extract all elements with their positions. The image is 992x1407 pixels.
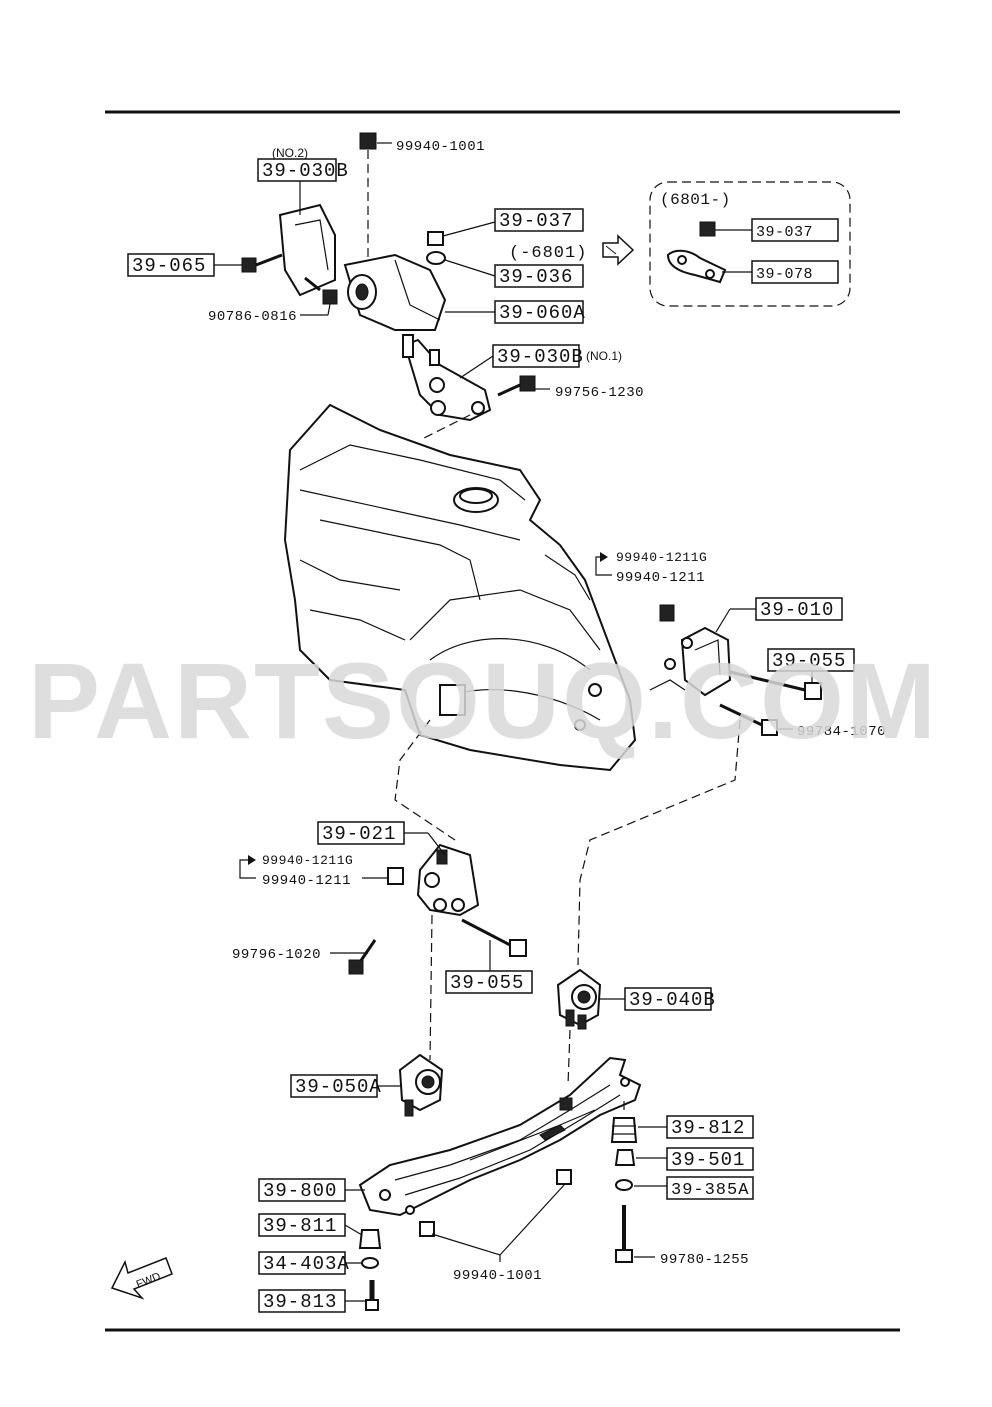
left-bushing-stack — [358, 1221, 435, 1311]
bolt-39-055-a-icon — [729, 670, 806, 692]
callout-39-812: 39-812 — [671, 1117, 745, 1139]
callout-99940-1211-b: 99940-1211 — [262, 873, 351, 889]
callout-39-813: 39-813 — [263, 1291, 337, 1313]
callout-99796-1020: 99796-1020 — [232, 947, 321, 963]
callout-39-030B-no2: 39-030B — [262, 160, 349, 182]
bolt-39-055-b-icon — [461, 918, 511, 947]
right-mount-assembly: 99940-1211G 99940-1211 — [595, 550, 822, 736]
callout-99784-1070: 99784-1070 — [797, 724, 886, 740]
callout-39-055-b: 39-055 — [450, 972, 524, 994]
callout-39-010: 39-010 — [760, 599, 834, 621]
nut-bottom-left-icon — [419, 1221, 435, 1237]
callout-90786-0816: 90786-0816 — [208, 309, 297, 325]
inset-nut-icon — [699, 221, 716, 237]
inset-callout-39-078: 39-078 — [756, 266, 813, 283]
callout-39-065: 39-065 — [132, 255, 206, 277]
callout-99940-1001-top: 99940-1001 — [396, 139, 485, 155]
callout-box — [751, 218, 839, 242]
nut-99940-1211-icon — [659, 604, 675, 622]
bolt-90786-0816-icon — [322, 289, 338, 305]
callout-34-403A: 34-403A — [263, 1253, 350, 1275]
callout-39-050A: 39-050A — [295, 1076, 382, 1098]
arrow-to-inset-icon — [602, 234, 635, 266]
callout-99940-1211G-a: 99940-1211G — [616, 550, 707, 565]
watermark: PARTSOUQ.COM — [28, 640, 938, 761]
callout-39-060A: 39-060A — [499, 302, 586, 324]
inset-6801-later: (6801-) 39-037 39-078 — [649, 181, 851, 307]
upper-mount-assembly — [241, 132, 536, 441]
callout-39-800: 39-800 — [263, 1180, 337, 1202]
bolt-99784-1070-icon — [719, 703, 763, 727]
inset-label: (6801-) — [660, 191, 731, 209]
right-bushing-stack — [556, 1100, 638, 1263]
nut-top-icon — [359, 132, 377, 150]
mount-39-040B — [556, 968, 602, 1086]
washer-39-036-icon — [426, 251, 446, 265]
callout-39-030B-no1: 39-030B — [497, 346, 584, 368]
callout-39-055-a: 39-055 — [772, 650, 846, 672]
washer-39-385A-icon — [615, 1179, 633, 1191]
engine-transmission-illustration — [283, 403, 637, 772]
callout-39-037: 39-037 — [499, 210, 573, 232]
mount-39-060A — [343, 253, 447, 331]
inset-plate-icon — [666, 249, 727, 284]
callout-39-811: 39-811 — [263, 1215, 337, 1237]
mount-39-050A — [398, 1053, 444, 1117]
fwd-arrow: FWD — [110, 1257, 173, 1300]
callout-99940-1001-bottom: 99940-1001 — [453, 1268, 542, 1284]
callout-99940-1211G-b: 99940-1211G — [262, 853, 353, 868]
washer-34-403A-icon — [361, 1257, 379, 1269]
label-no1: (NO.1) — [586, 349, 622, 363]
callout-39-385A: 39-385A — [671, 1181, 749, 1200]
callout-39-021: 39-021 — [322, 823, 396, 845]
callout-39-040B: 39-040B — [629, 989, 716, 1011]
bolt-99756-1230-icon — [519, 375, 536, 392]
callout-99756-1230: 99756-1230 — [555, 385, 644, 401]
bolt-39-065-icon — [241, 257, 257, 273]
callout-39-036: 39-036 — [499, 266, 573, 288]
callout-box — [666, 1176, 754, 1200]
bushing-39-811-icon — [358, 1229, 382, 1249]
callout-99780-1255: 99780-1255 — [660, 1252, 749, 1268]
left-mount-assembly — [348, 843, 527, 1061]
label-no2: (NO.2) — [272, 146, 308, 160]
bracket-no1 — [403, 338, 492, 422]
label-range-6801: (-6801) — [509, 244, 587, 263]
inset-callout-39-037: 39-037 — [756, 224, 813, 241]
bushing-39-501-icon — [614, 1149, 636, 1166]
nut-bottom-right-icon — [556, 1169, 572, 1185]
crossmember-39-800 — [358, 1056, 642, 1217]
callout-box — [767, 648, 855, 672]
nut-39-037-icon — [427, 231, 444, 246]
callout-box — [751, 260, 839, 284]
mount-39-021 — [416, 843, 480, 917]
bushing-39-812-icon — [610, 1117, 638, 1143]
callout-box — [494, 208, 584, 232]
callout-99940-1211-a: 99940-1211 — [616, 570, 705, 586]
fwd-arrow-icon — [110, 1257, 173, 1300]
callout-box — [666, 1147, 754, 1171]
callout-39-501: 39-501 — [671, 1149, 745, 1171]
callout-box — [257, 158, 337, 182]
callout-box — [445, 970, 533, 994]
bolt-99796-1020-icon — [358, 939, 377, 963]
nut-99940-1211-b-icon — [387, 867, 404, 885]
